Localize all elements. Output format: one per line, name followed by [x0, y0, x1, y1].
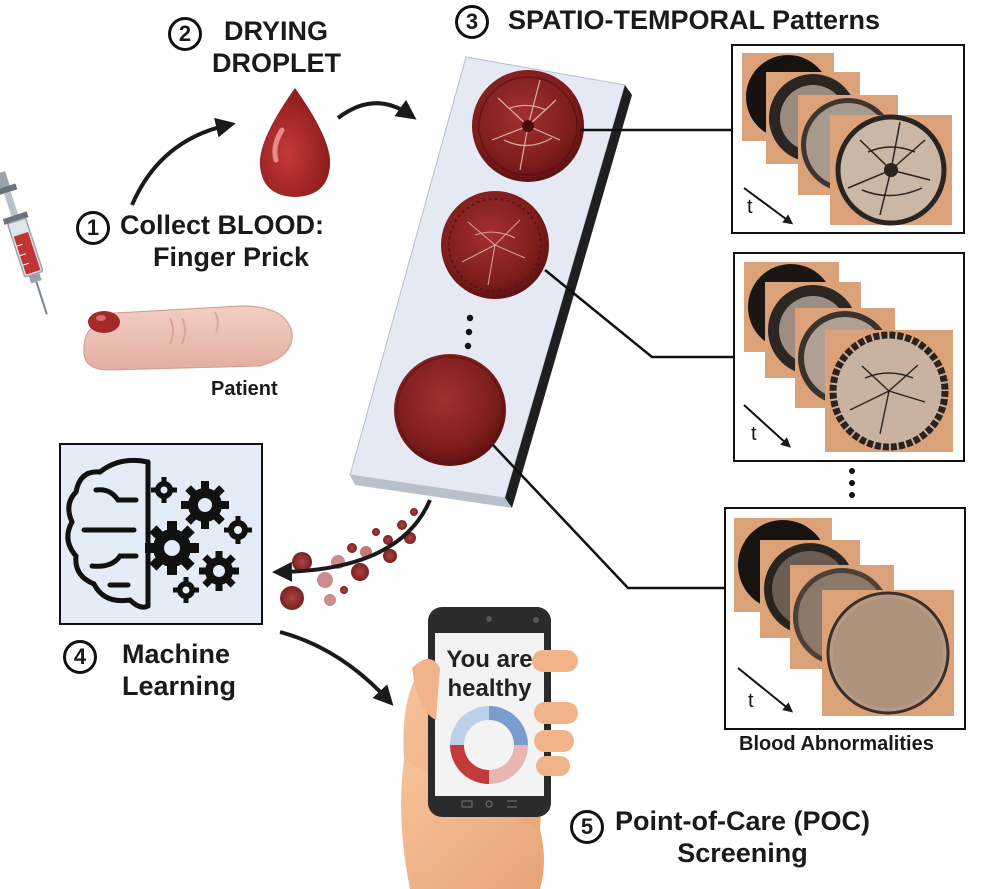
step-1-title: Collect BLOOD: Finger Prick: [120, 210, 324, 274]
step-1-line2: Finger Prick: [153, 241, 310, 272]
arrow-to-droplet: [130, 117, 236, 206]
step-2-title: DRYING DROPLET: [212, 16, 341, 80]
step-2-line2: DROPLET: [212, 47, 342, 78]
patient-label: Patient: [211, 378, 278, 400]
health-donut-chart: [450, 706, 528, 784]
step-4-line1: Machine: [122, 639, 231, 669]
step-5-number: 5: [570, 810, 604, 844]
step-2-number: 2: [168, 17, 202, 51]
step-5-title: Point-of-Care (POC) Screening: [615, 806, 870, 870]
blood-abnormalities-label: Blood Abnormalities: [739, 733, 934, 755]
blood-droplet-icon: [259, 88, 331, 197]
step-5-line1: Point-of-Care (POC): [615, 806, 870, 836]
blood-sample-dots: [280, 508, 418, 610]
pattern-panel-2: [733, 252, 965, 462]
ellipsis-dots-panels: [849, 468, 855, 498]
gear-icons: [145, 477, 252, 603]
step-4-line2: Learning: [122, 670, 237, 701]
time-label-3: t: [748, 690, 754, 712]
step-2-line1: DRYING: [224, 16, 329, 46]
hand-fingers: [412, 650, 578, 776]
ellipsis-dots: [464, 314, 474, 350]
arrow-to-phone: [279, 630, 394, 706]
brain-gears-icon: [65, 457, 151, 610]
connector-lines: [492, 128, 736, 590]
step-1-line1: Collect BLOOD:: [120, 210, 325, 240]
syringe-icon: [0, 171, 48, 315]
dried-blood-spot-1: [472, 70, 584, 182]
frame-1d: [830, 114, 952, 226]
phone-message-line1: You are: [446, 646, 533, 673]
step-5-line2: Screening: [677, 837, 808, 868]
arrow-to-ml: [272, 499, 432, 582]
step-3-number: 3: [455, 5, 489, 39]
finger-icon: [83, 305, 293, 371]
step-3-title: SPATIO-TEMPORAL Patterns: [508, 5, 881, 35]
arrow-to-slide: [336, 99, 417, 120]
step-4-title: Machine Learning: [122, 639, 236, 703]
time-label-2: t: [751, 423, 757, 445]
pattern-panel-3: [724, 507, 966, 730]
step-1-number: 1: [76, 211, 110, 245]
step-4-number: 4: [63, 640, 97, 674]
pattern-panel-1: [731, 44, 965, 234]
dried-blood-spot-2: [441, 191, 549, 299]
dried-blood-spot-3: [394, 354, 506, 466]
phone-message: You are healthy: [435, 646, 544, 704]
time-label-1: t: [747, 196, 753, 218]
phone-message-line2: healthy: [447, 674, 532, 702]
